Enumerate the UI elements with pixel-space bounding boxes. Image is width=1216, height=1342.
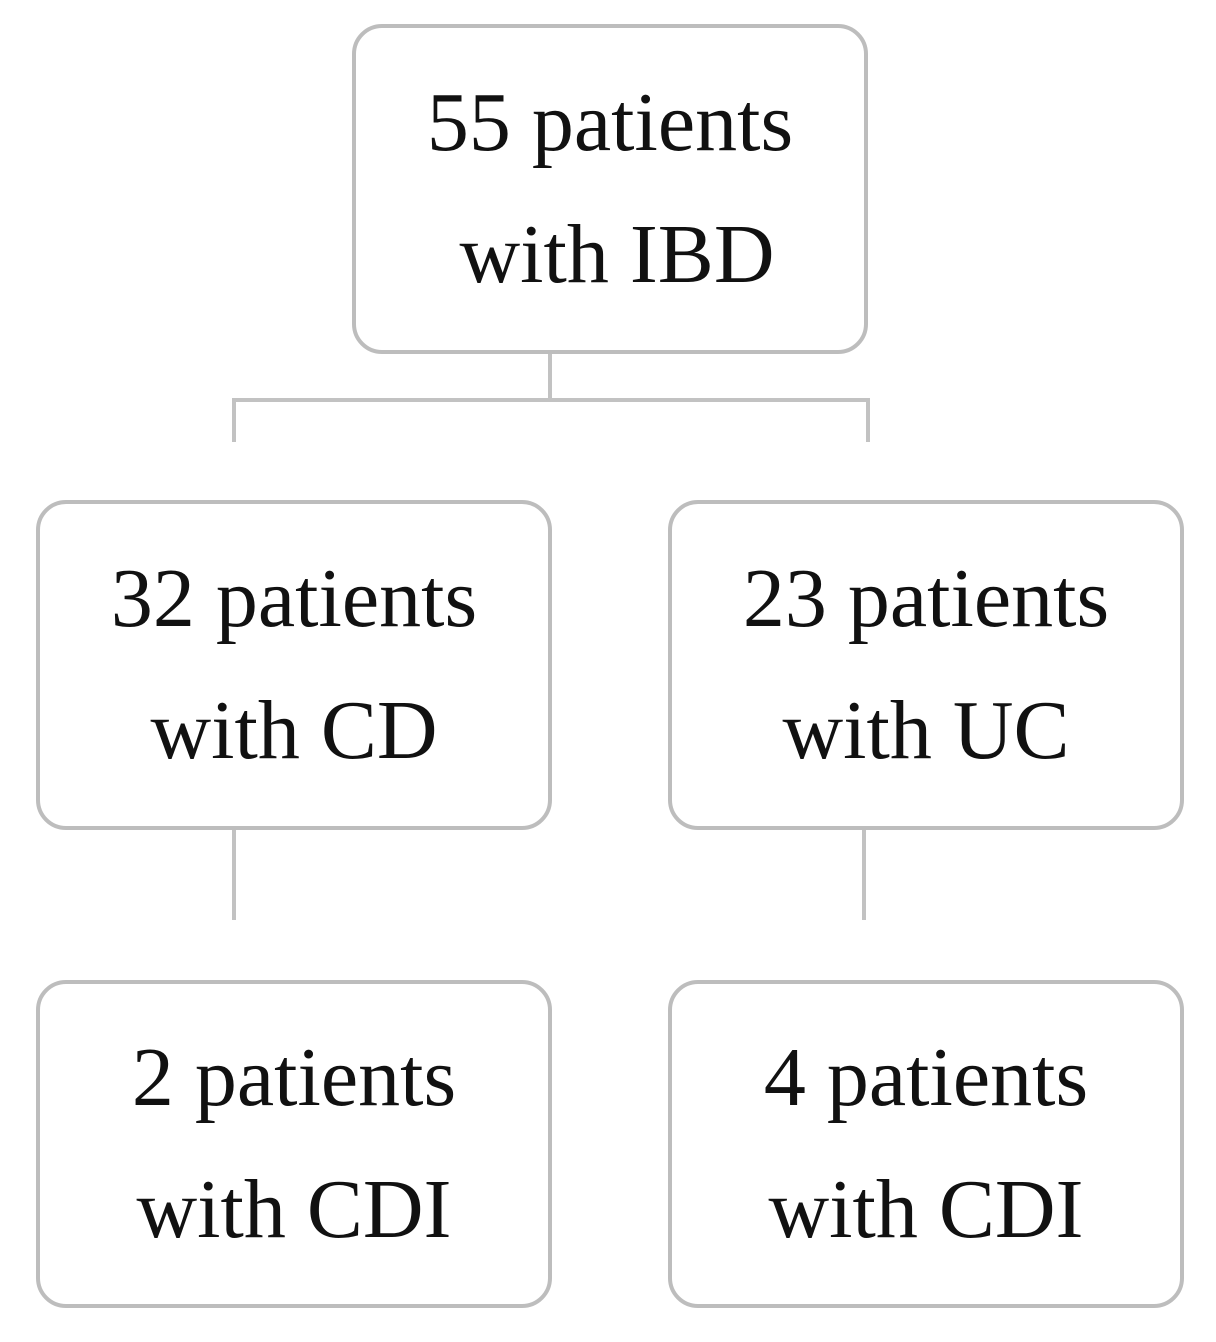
node-cd-cdi-label: with CDI (136, 1163, 452, 1256)
connector-uc-to-cdi (862, 786, 866, 920)
node-ibd-label: with IBD (459, 208, 775, 301)
node-cd-patients: 32 patients with CD (36, 500, 552, 830)
node-cd-cdi-patients: 2 patients with CDI (36, 980, 552, 1308)
node-uc-cdi-label: with CDI (768, 1163, 1084, 1256)
connector-ibd-to-cd (232, 398, 236, 442)
connector-cd-to-cdi (232, 786, 236, 920)
node-uc-label: with UC (782, 684, 1070, 777)
node-uc-cdi-patients: 4 patients with CDI (668, 980, 1184, 1308)
node-cd-label: with CD (150, 684, 438, 777)
node-uc-cdi-count: 4 patients (763, 1031, 1089, 1124)
connector-ibd-bar (232, 398, 870, 402)
node-cd-cdi-count: 2 patients (131, 1031, 457, 1124)
node-cd-count: 32 patients (110, 552, 478, 645)
node-ibd-count: 55 patients (426, 76, 794, 169)
connector-ibd-to-uc (866, 398, 870, 442)
node-uc-count: 23 patients (742, 552, 1110, 645)
node-ibd-patients: 55 patients with IBD (352, 24, 868, 354)
connector-ibd-stem (548, 306, 552, 402)
node-uc-patients: 23 patients with UC (668, 500, 1184, 830)
